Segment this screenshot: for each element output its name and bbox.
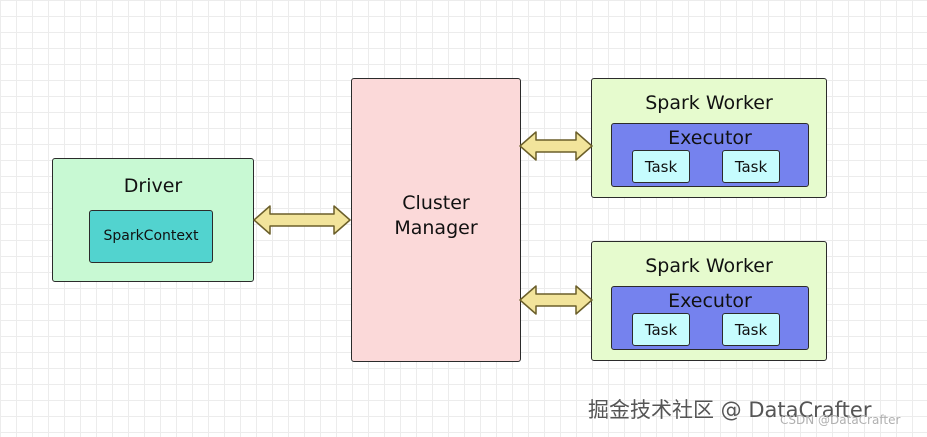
task-label: Task	[644, 158, 678, 176]
executor-box: Executor Task Task	[611, 286, 809, 350]
task-label: Task	[734, 321, 768, 339]
driver-box: Driver SparkContext	[52, 158, 254, 282]
spark-context-box: SparkContext	[89, 210, 213, 263]
task-box: Task	[632, 150, 690, 183]
driver-cluster-double-arrow	[253, 205, 351, 235]
spark-context-label: SparkContext	[103, 228, 199, 244]
task-box: Task	[722, 150, 780, 183]
watermark-csdn: CSDN @DataCrafter	[780, 413, 901, 427]
driver-title: Driver	[123, 175, 183, 197]
cluster-manager-box: Cluster Manager	[351, 78, 521, 362]
cluster-manager-label-line1: Cluster	[402, 192, 470, 214]
spark-worker-title: Spark Worker	[645, 255, 773, 277]
executor-title: Executor	[668, 127, 752, 149]
executor-box: Executor Task Task	[611, 123, 809, 187]
task-box: Task	[722, 313, 780, 346]
task-box: Task	[632, 313, 690, 346]
watermark-juejin: 掘金技术社区 @ DataCrafter	[588, 398, 872, 422]
cluster-worker2-double-arrow	[519, 285, 593, 315]
spark-worker-title: Spark Worker	[645, 92, 773, 114]
spark-worker-box: Spark Worker Executor Task Task	[591, 241, 827, 361]
task-label: Task	[644, 321, 678, 339]
executor-title: Executor	[668, 290, 752, 312]
cluster-manager-label: Cluster Manager	[352, 191, 520, 241]
cluster-worker1-double-arrow	[519, 131, 593, 161]
cluster-manager-label-line2: Manager	[394, 217, 478, 239]
task-label: Task	[734, 158, 768, 176]
spark-worker-box: Spark Worker Executor Task Task	[591, 78, 827, 198]
